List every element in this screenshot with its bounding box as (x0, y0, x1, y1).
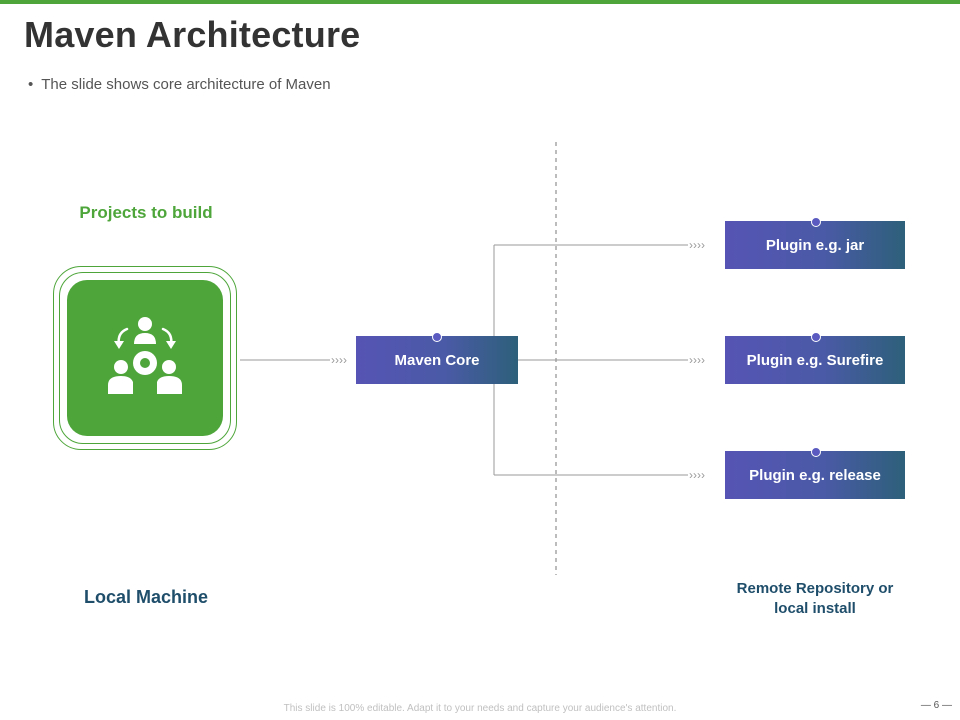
arrow-to-plugin-2-icon: ›››› (689, 353, 705, 367)
maven-core-dot-icon (432, 332, 442, 342)
bullet-text: The slide shows core architecture of Mav… (41, 76, 331, 93)
plugin-box-surefire: Plugin e.g. Surefire (725, 336, 905, 384)
bullet-dot-icon: • (28, 76, 34, 93)
remote-repository-label: Remote Repository or local install (736, 580, 894, 617)
projects-icon-tile (67, 280, 223, 436)
footer-note: This slide is 100% editable. Adapt it to… (283, 703, 677, 714)
plugin-release-dot-icon (811, 447, 821, 457)
team-gear-icon (108, 317, 182, 394)
icon-frame-outer (53, 266, 237, 450)
plugin-jar-dot-icon (811, 217, 821, 227)
plugin-label-jar: Plugin e.g. jar (765, 236, 865, 254)
arrow-to-plugin-1-icon: ›››› (689, 238, 705, 252)
maven-core-label: Maven Core (394, 351, 480, 369)
local-machine-label: Local Machine (83, 587, 209, 607)
arrow-to-core-icon: ›››› (331, 353, 347, 367)
plugin-box-jar: Plugin e.g. jar (725, 221, 905, 269)
maven-core-box: Maven Core (356, 336, 518, 384)
plugin-surefire-dot-icon (811, 332, 821, 342)
top-accent-bar (0, 0, 960, 4)
projects-label: Projects to build (79, 203, 213, 222)
plugin-box-release: Plugin e.g. release (725, 451, 905, 499)
slide-title: Maven Architecture (24, 14, 361, 55)
icon-frame-inner (59, 272, 231, 444)
page-number: — 6 — (920, 700, 952, 711)
plugin-label-release: Plugin e.g. release (749, 466, 881, 484)
bullet-item: • The slide shows core architecture of Ma… (28, 76, 331, 93)
plugin-label-surefire: Plugin e.g. Surefire (746, 351, 884, 369)
arrow-to-plugin-3-icon: ›››› (689, 468, 705, 482)
